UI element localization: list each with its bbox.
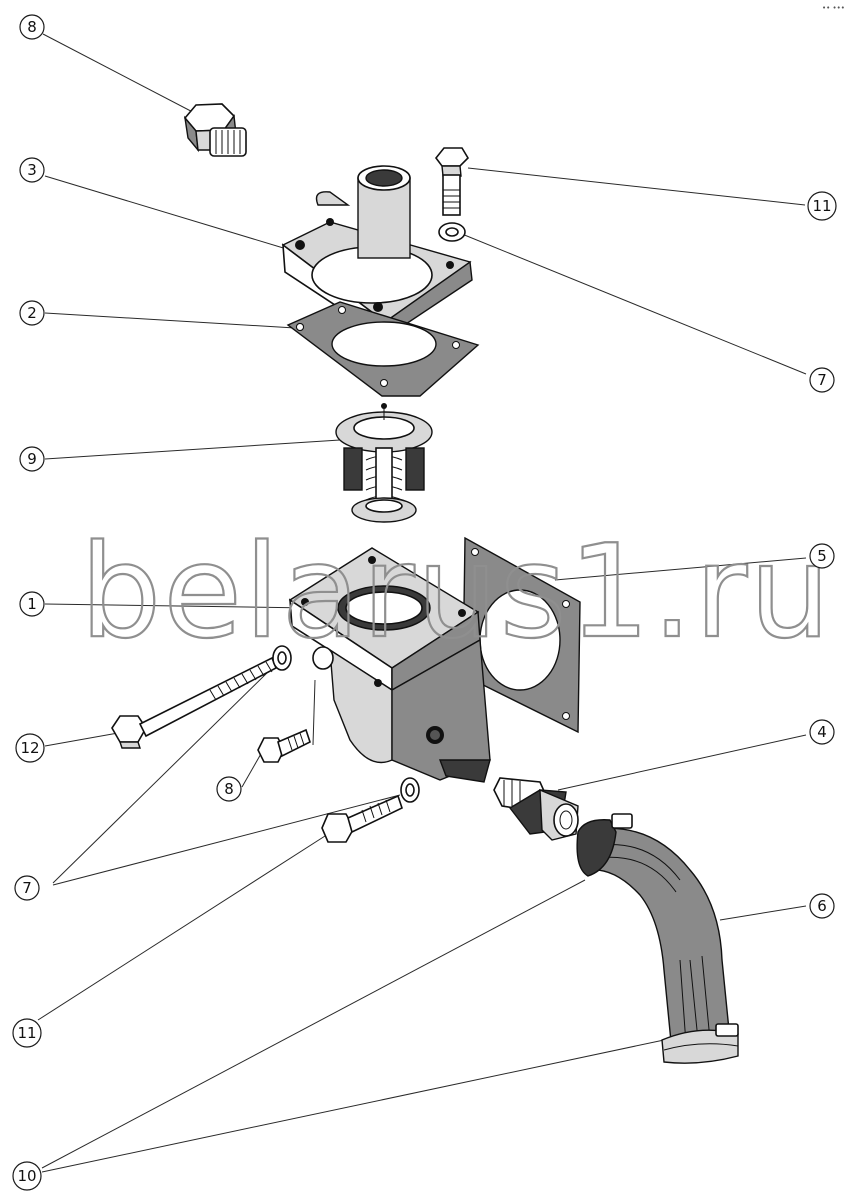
callout-10: 10 <box>12 1161 42 1191</box>
thermostat-valve <box>335 403 433 523</box>
callout-label: 8 <box>27 18 37 36</box>
callout-label: 8 <box>224 780 234 798</box>
callout-label: 12 <box>20 739 39 757</box>
callout-label: 5 <box>817 547 827 565</box>
callout-5: 5 <box>809 543 835 569</box>
callout-label: 11 <box>17 1024 36 1042</box>
callout-label: 6 <box>817 897 827 915</box>
gasket-side <box>462 536 581 734</box>
callout-label: 4 <box>817 723 827 741</box>
thermostat-housing <box>288 547 491 783</box>
callout-label: 10 <box>17 1167 36 1185</box>
long-bolt <box>111 656 278 749</box>
washer-lower <box>400 777 420 803</box>
callout-label: 9 <box>27 450 37 468</box>
hose-clamp-upper <box>576 813 633 877</box>
callout-4: 4 <box>809 719 835 745</box>
callout-label: 11 <box>812 197 831 215</box>
callout-8-top: 8 <box>19 14 45 40</box>
washer-left <box>272 645 292 671</box>
callout-7-right: 7 <box>809 367 835 393</box>
bolt-top <box>434 147 470 216</box>
washer-top <box>438 222 466 242</box>
callout-label: 7 <box>22 879 32 897</box>
callout-label: 1 <box>27 595 37 613</box>
callout-3: 3 <box>19 157 45 183</box>
plug-bolt-top <box>183 103 247 157</box>
callout-9: 9 <box>19 446 45 472</box>
bolt-lower <box>321 794 403 843</box>
coolant-hose <box>589 827 731 1053</box>
callout-8-mid: 8 <box>216 776 242 802</box>
pipe-fitting <box>493 777 579 841</box>
callout-11-bottom: 11 <box>12 1018 42 1048</box>
callout-6: 6 <box>809 893 835 919</box>
callout-1: 1 <box>19 591 45 617</box>
callout-7-left: 7 <box>14 875 40 901</box>
callout-12: 12 <box>15 733 45 763</box>
callout-label: 2 <box>27 304 37 322</box>
gasket-top <box>286 301 480 397</box>
callout-label: 7 <box>817 371 827 389</box>
watermark-text: belarus1.ru <box>80 518 832 667</box>
small-bolt-mid <box>257 728 311 763</box>
callout-label: 3 <box>27 161 37 179</box>
callout-2: 2 <box>19 300 45 326</box>
leader-lines <box>37 33 807 1173</box>
callout-11-top: 11 <box>807 191 837 221</box>
hose-clamp-lower <box>661 1023 739 1064</box>
corner-mark: •• ••• <box>822 4 845 12</box>
